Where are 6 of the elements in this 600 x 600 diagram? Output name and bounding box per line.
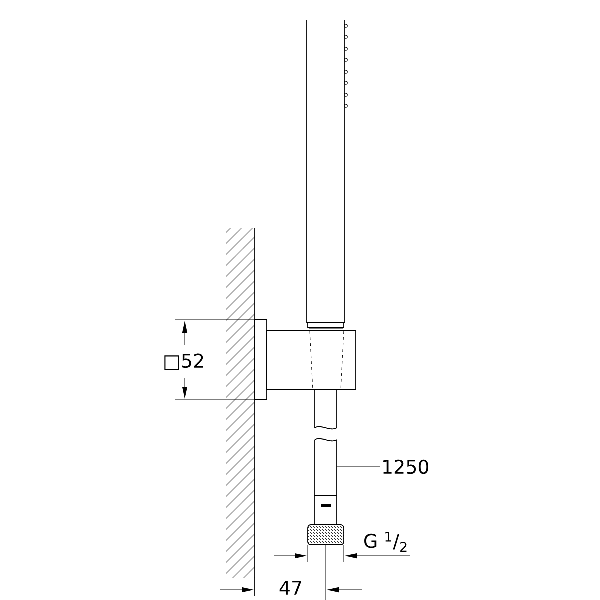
dimension-label: □52 (164, 354, 204, 370)
dimension-label: 47 (280, 581, 302, 595)
dimension-label: G $^{1}$/$_{2}$ (364, 532, 407, 552)
dimension-label: 1250 (384, 460, 429, 474)
leader-line (337, 466, 380, 468)
hose (314, 390, 338, 496)
